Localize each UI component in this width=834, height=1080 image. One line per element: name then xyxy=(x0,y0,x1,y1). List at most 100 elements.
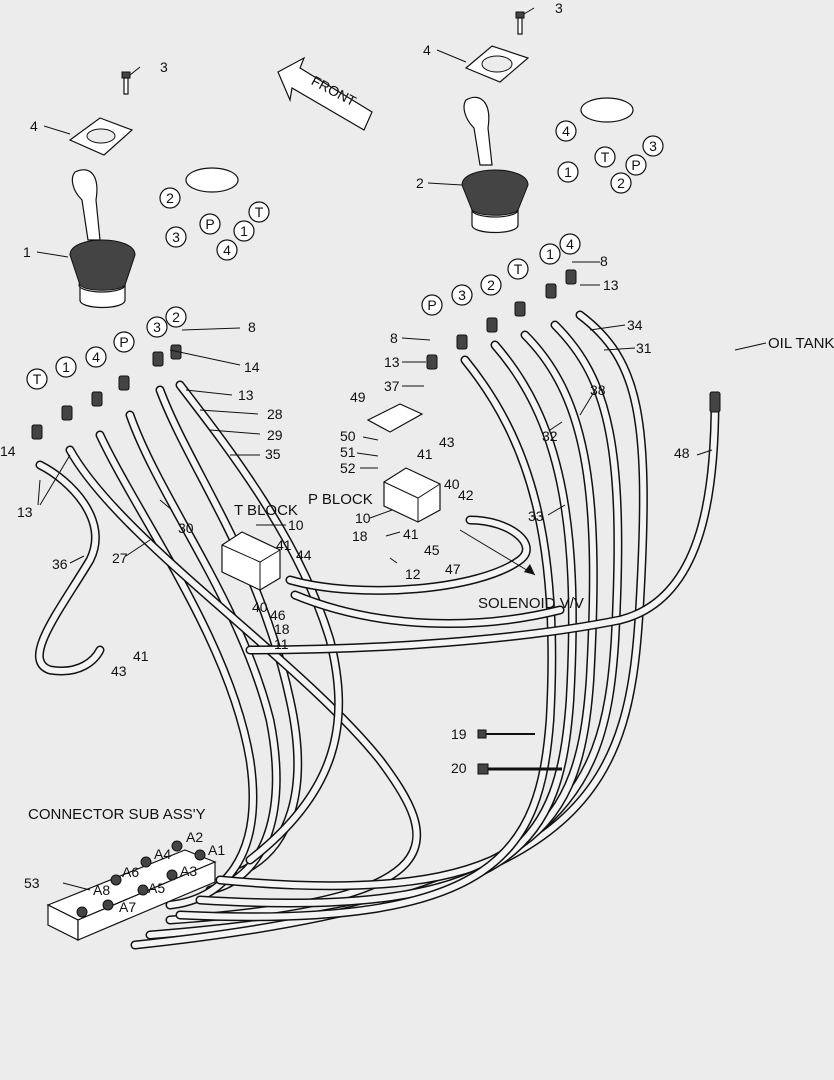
circle-4-right-plate: 4 xyxy=(555,120,577,142)
label-30: 30 xyxy=(178,520,194,536)
label-52: 52 xyxy=(340,460,356,476)
label-46: 46 xyxy=(270,607,286,623)
mounting-plate-right xyxy=(464,45,530,83)
circle-3-left-plate: 3 xyxy=(165,226,187,248)
solenoid-arrow xyxy=(459,529,536,576)
svg-text:2: 2 xyxy=(166,190,174,206)
bolt-3-right xyxy=(515,11,525,35)
circle-3-right-plate: 3 xyxy=(642,135,664,157)
hose-bundle xyxy=(34,310,720,950)
svg-text:1: 1 xyxy=(62,359,70,375)
svg-text:T: T xyxy=(33,371,42,387)
label-8-left: 8 xyxy=(248,319,256,335)
svg-text:T: T xyxy=(255,204,264,220)
svg-text:1: 1 xyxy=(240,223,248,239)
label-35: 35 xyxy=(265,446,281,462)
circle-3: 3 xyxy=(146,316,168,338)
svg-text:4: 4 xyxy=(92,349,100,365)
label-41-t: 41 xyxy=(276,537,292,553)
svg-text:3: 3 xyxy=(172,229,180,245)
oil-tank-label: OIL TANK xyxy=(768,335,834,352)
label-51: 51 xyxy=(340,444,356,460)
label-19: 19 xyxy=(451,726,467,742)
circle-p-left-plate: P xyxy=(199,213,221,235)
connector-sub-assy xyxy=(46,840,217,941)
svg-text:3: 3 xyxy=(649,138,657,154)
bracket-49 xyxy=(366,403,424,433)
port-labels: A1 A2 A3 A4 A5 A6 A7 A8 xyxy=(93,829,225,915)
circle-t-right: T xyxy=(507,258,529,280)
circle-t: T xyxy=(26,368,48,390)
svg-text:1: 1 xyxy=(564,164,572,180)
label-49: 49 xyxy=(350,389,366,405)
label-11: 11 xyxy=(274,636,289,652)
label-4-left: 4 xyxy=(30,118,38,134)
label-47: 47 xyxy=(445,561,461,577)
left-joystick xyxy=(69,169,136,309)
label-37: 37 xyxy=(384,378,400,394)
circled-port-labels: T 1 4 P 3 2 2 3 P 4 1 T 4 1 T 2 P 3 P 3 … xyxy=(26,120,664,390)
circle-1: 1 xyxy=(55,356,77,378)
p-block xyxy=(383,467,441,523)
svg-text:4: 4 xyxy=(566,236,574,252)
label-41-p: 41 xyxy=(417,446,433,462)
label-3-right: 3 xyxy=(555,0,563,16)
label-14-left: 14 xyxy=(0,443,16,459)
svg-text:T: T xyxy=(514,261,523,277)
svg-text:2: 2 xyxy=(487,277,495,293)
circle-4-right: 4 xyxy=(559,233,581,255)
svg-text:P: P xyxy=(631,157,640,173)
circle-3-right: 3 xyxy=(451,284,473,306)
circle-2: 2 xyxy=(165,306,187,328)
t-block xyxy=(221,531,281,591)
connector-label: CONNECTOR SUB ASS'Y xyxy=(28,806,206,823)
svg-text:3: 3 xyxy=(153,319,161,335)
label-38: 38 xyxy=(590,382,606,398)
label-10-p: 10 xyxy=(355,510,371,526)
circle-4-left-plate: 4 xyxy=(216,239,238,261)
leader-lines xyxy=(36,7,767,891)
cable-tie-19 xyxy=(477,729,535,739)
label-48: 48 xyxy=(674,445,690,461)
label-10-t: 10 xyxy=(288,517,304,533)
label-13-lower: 13 xyxy=(17,504,33,520)
circle-p-right: P xyxy=(421,294,443,316)
label-27: 27 xyxy=(112,550,128,566)
svg-text:4: 4 xyxy=(223,242,231,258)
label-33: 33 xyxy=(528,508,544,524)
label-18-t: 18 xyxy=(274,621,290,637)
port-a6: A6 xyxy=(122,864,139,880)
section-labels: OIL TANK T BLOCK P BLOCK SOLENOID V/V CO… xyxy=(28,335,834,823)
svg-text:P: P xyxy=(205,216,214,232)
circle-p-right-plate: P xyxy=(625,154,647,176)
label-14-right: 14 xyxy=(244,359,260,375)
svg-text:P: P xyxy=(119,334,128,350)
label-12: 12 xyxy=(405,566,421,582)
circle-2-left-plate: 2 xyxy=(159,187,181,209)
label-32: 32 xyxy=(542,428,558,444)
front-arrow: FRONT xyxy=(277,56,373,131)
port-plate-right xyxy=(580,97,634,123)
port-a1: A1 xyxy=(208,842,225,858)
label-44: 44 xyxy=(296,547,312,563)
svg-text:P: P xyxy=(427,297,436,313)
label-28: 28 xyxy=(267,406,283,422)
port-a8: A8 xyxy=(93,882,110,898)
circle-t-right-plate: T xyxy=(594,146,616,168)
svg-text:3: 3 xyxy=(458,287,466,303)
label-8-mid: 8 xyxy=(390,330,398,346)
svg-text:4: 4 xyxy=(562,123,570,139)
svg-text:1: 1 xyxy=(546,246,554,262)
circle-p: P xyxy=(113,331,135,353)
solenoid-label: SOLENOID V/V xyxy=(478,595,584,612)
bolt-3-left xyxy=(121,71,131,95)
label-2: 2 xyxy=(416,175,424,191)
label-43-lower: 43 xyxy=(111,663,127,679)
right-joystick xyxy=(461,96,529,234)
cable-tie-20 xyxy=(477,763,562,775)
port-a3: A3 xyxy=(180,863,197,879)
fittings xyxy=(31,269,721,440)
label-31: 31 xyxy=(636,340,652,356)
label-13-right: 13 xyxy=(603,277,619,293)
